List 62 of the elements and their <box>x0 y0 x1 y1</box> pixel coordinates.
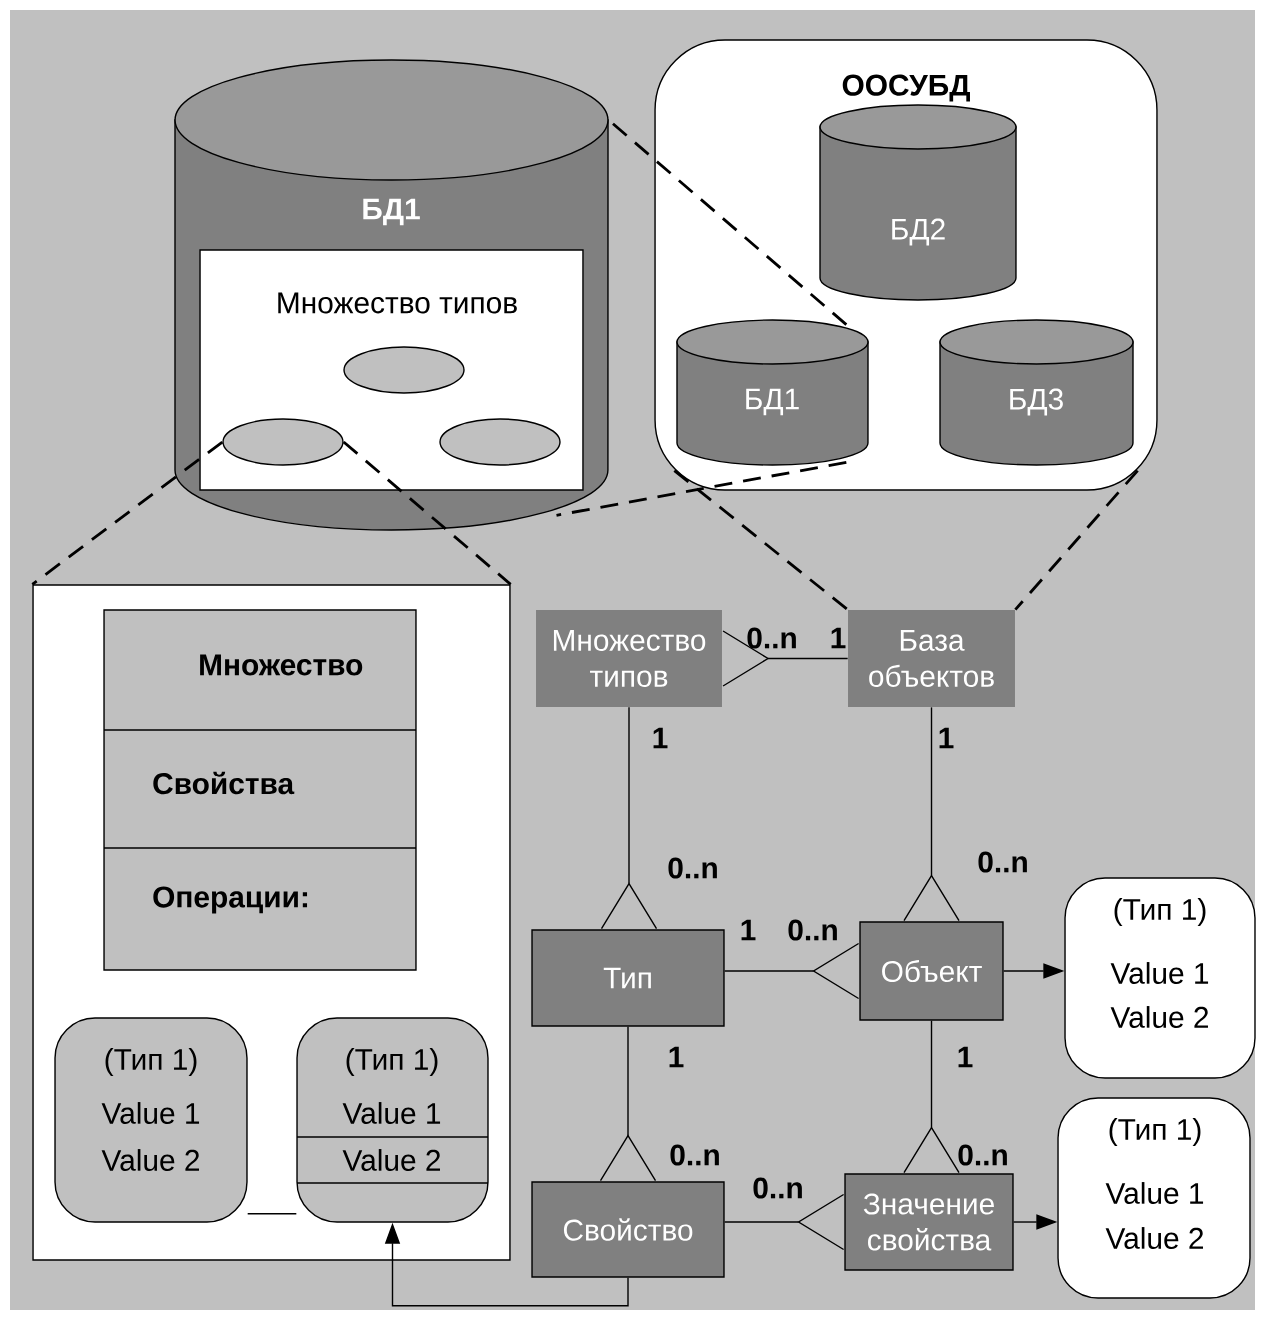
database-cylinder <box>939 319 1134 466</box>
relationship-line <box>903 706 960 922</box>
relationship-line <box>724 942 860 1000</box>
database-cylinder <box>676 319 869 466</box>
type-ellipse <box>343 346 465 394</box>
relationship-line <box>903 1020 960 1174</box>
multiplicity-label: 1 <box>939 727 954 749</box>
entity-box: База объектов <box>848 610 1015 707</box>
entity-box: Тип <box>531 929 725 1027</box>
multiplicity-label: 1 <box>958 1046 973 1068</box>
value-text: Value 2 <box>1110 1006 1208 1028</box>
cylinder-label: БД2 <box>892 218 945 246</box>
entity-box: Свойство <box>531 1181 725 1278</box>
connector-line <box>247 1213 298 1215</box>
cylinder-label: БД1 <box>746 388 799 416</box>
relationship-line <box>724 1193 845 1251</box>
value-text: (Тип 1) <box>1114 898 1206 926</box>
multiplicity-label: 1 <box>831 627 846 649</box>
relationship-line <box>722 630 849 687</box>
value-text: Value 2 <box>1105 1227 1203 1249</box>
value-text: Value 1 <box>1110 962 1209 984</box>
zoom-line <box>556 460 847 517</box>
cylinder-label: БД3 <box>1010 388 1063 416</box>
value-text: Value 1 <box>101 1102 200 1124</box>
multiplicity-label: 0..n <box>788 919 837 941</box>
zoom-line <box>673 469 849 611</box>
relationship-line <box>599 1026 657 1182</box>
section-heading: Операции: <box>153 886 308 914</box>
database-cylinder <box>819 104 1017 301</box>
instance-card <box>296 1017 489 1223</box>
entity-box: Значение свойства <box>844 1173 1014 1271</box>
multiplicity-label: 0..n <box>668 857 717 879</box>
cylinder-label: БД1 <box>363 198 420 226</box>
entity-box: Множество типов <box>536 610 722 707</box>
section-heading: Свойства <box>153 771 295 795</box>
relationship-line <box>600 706 658 930</box>
multiplicity-label: 1 <box>741 919 756 941</box>
value-text: (Тип 1) <box>1109 1118 1201 1146</box>
type-ellipse <box>439 418 561 466</box>
value-text: (Тип 1) <box>346 1048 438 1076</box>
entity-box: Объект <box>859 921 1004 1021</box>
value-text: Value 2 <box>101 1149 199 1171</box>
multiplicity-label: 0..n <box>958 1144 1007 1166</box>
value-text: (Тип 1) <box>105 1048 197 1076</box>
multiplicity-label: 0..n <box>978 851 1027 873</box>
multiplicity-label: 1 <box>653 727 668 749</box>
zoom-line <box>342 440 512 586</box>
box-heading: ООСУБД <box>842 74 970 102</box>
type-ellipse <box>222 418 344 466</box>
value-card <box>1064 877 1256 1079</box>
value-card <box>1057 1097 1251 1299</box>
multiplicity-label: 0..n <box>747 627 796 649</box>
panel-heading: Множество типов <box>278 292 517 314</box>
value-text: Value 1 <box>342 1102 441 1124</box>
section-heading: Множество <box>200 654 363 676</box>
value-text: Value 2 <box>342 1149 440 1171</box>
zoom-line <box>31 440 224 586</box>
zoom-line <box>1014 469 1139 611</box>
value-text: Value 1 <box>1105 1182 1204 1204</box>
class-box <box>103 609 417 971</box>
multiplicity-label: 0..n <box>753 1177 802 1199</box>
instance-card <box>54 1017 248 1223</box>
